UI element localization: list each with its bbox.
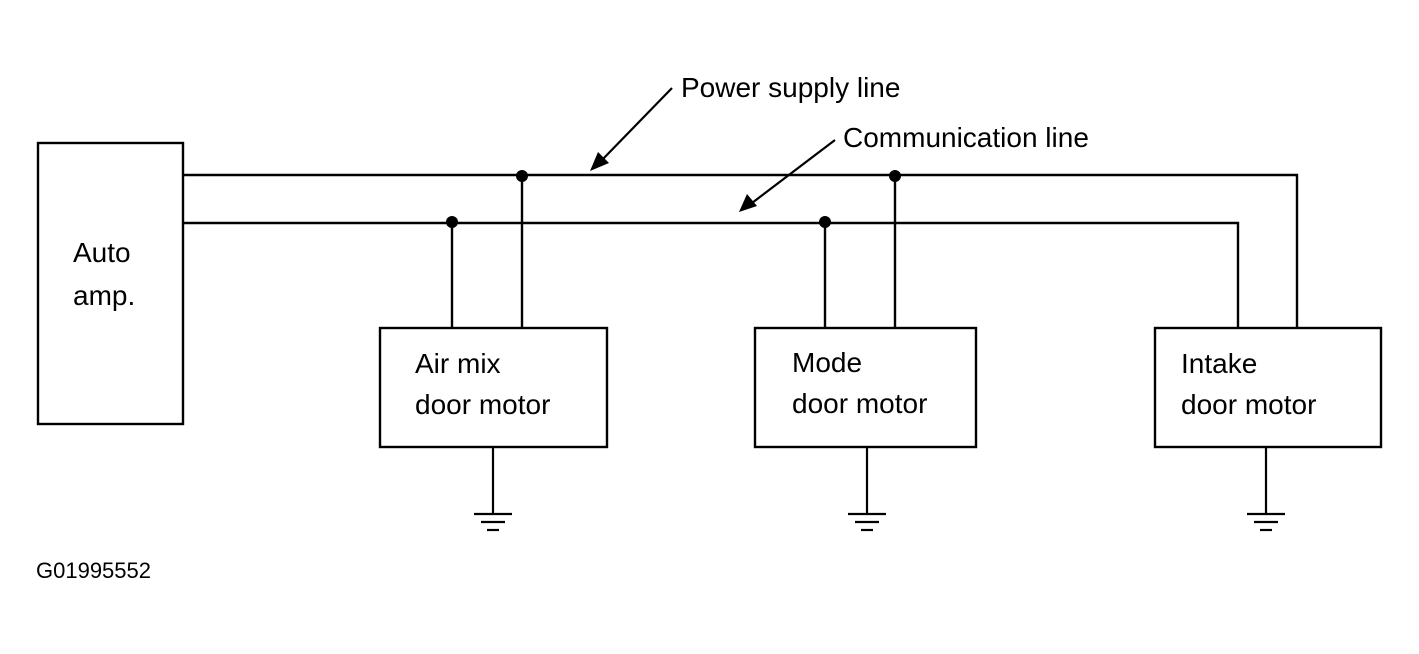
communication-line <box>183 221 1240 328</box>
air-mix-door-motor: Air mix door motor <box>378 326 609 449</box>
figure-id: G01995552 <box>36 558 151 583</box>
junction-dot <box>819 216 831 228</box>
auto-amp-box <box>36 141 185 426</box>
junction-dot <box>889 170 901 182</box>
arrow-head-icon <box>739 194 757 212</box>
junction-dot <box>446 216 458 228</box>
power-supply-label: Power supply line <box>681 72 900 103</box>
auto-amp-label-line1: Auto <box>73 237 131 268</box>
callout-leader <box>751 139 836 204</box>
communication-callout: Communication line <box>739 122 1089 212</box>
ground-icon <box>1247 447 1285 532</box>
mode-motor-box <box>753 326 978 449</box>
intake-motor-box <box>1153 326 1383 449</box>
auto-amp-controller: Auto amp. <box>36 141 185 426</box>
mode-motor-label-line1: Mode <box>792 347 862 378</box>
arrow-head-icon <box>590 152 609 171</box>
mode-door-motor: Mode door motor <box>753 326 978 449</box>
mode-motor-label-line2: door motor <box>792 388 927 419</box>
junction-dot <box>516 170 528 182</box>
power-supply-callout: Power supply line <box>590 72 900 171</box>
intake-motor-label-line2: door motor <box>1181 389 1316 420</box>
ground-icon <box>474 447 512 532</box>
auto-amp-label-line2: amp. <box>73 280 135 311</box>
power-supply-line <box>183 173 1299 328</box>
air-mix-motor-box <box>378 326 609 449</box>
air-mix-motor-label-line1: Air mix <box>415 348 501 379</box>
ground-icon <box>848 447 886 532</box>
intake-motor-label-line1: Intake <box>1181 348 1257 379</box>
communication-label: Communication line <box>843 122 1089 153</box>
air-mix-motor-label-line2: door motor <box>415 389 550 420</box>
intake-door-motor: Intake door motor <box>1153 326 1383 449</box>
callout-leader <box>601 87 673 161</box>
